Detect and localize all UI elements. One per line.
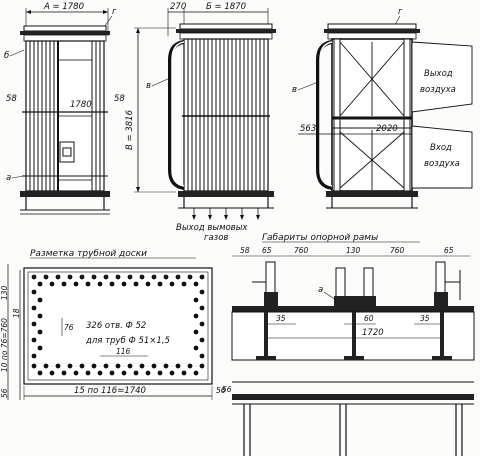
tube-dim-130: 130 (0, 285, 9, 300)
dim-58-right: 58 (114, 94, 125, 104)
air-in-line-1: Вход (430, 143, 452, 153)
tube-dim-10x76: 10 по 76=760 (0, 318, 9, 372)
air-in-line-2: воздуха (424, 159, 460, 169)
dim-2020: 2020 (376, 124, 398, 134)
frame-dim-1720: 1720 (362, 328, 384, 338)
frame-dim-56: 56 (222, 385, 232, 394)
mark-v-section: в (292, 85, 297, 95)
mark-v-side: в (146, 81, 151, 91)
dim-270: 270 (170, 2, 186, 12)
frame-top-beam (232, 306, 474, 312)
mark-g-section: г (398, 7, 403, 17)
gas-out-line-2: газов (204, 233, 228, 243)
frame-dim-35-left: 35 (276, 314, 286, 323)
frame-dim-130: 130 (346, 246, 361, 255)
tube-dim-56-bottom: 56 (216, 386, 226, 395)
frame-dim-58: 58 (240, 246, 250, 255)
dim-b-label: Б = 1870 (206, 2, 246, 12)
air-outlet-duct (411, 41, 473, 113)
tube-hole-pattern (31, 274, 205, 376)
dim-563: 563 (300, 124, 316, 134)
frame-dim-60: 60 (364, 314, 374, 323)
holes-line-1: 326 отв. Ф 52 (86, 321, 146, 331)
dim-1780-inner: 1780 (70, 100, 92, 110)
frame-lower-beam (232, 394, 474, 400)
mark-g-front: г (112, 7, 117, 17)
dim-arrow (103, 10, 108, 14)
air-out-line-2: воздуха (420, 85, 456, 95)
air-inlet-duct (411, 125, 473, 189)
dim-arrow (26, 10, 31, 14)
mark-a-front: а (6, 173, 11, 183)
front-view: A = 1780 г б 58 1780 (4, 2, 125, 215)
tube-bottom-dim: 15 по 116=1740 (74, 386, 146, 396)
frame-dim-760-right: 760 (390, 246, 405, 255)
support-frame-view: Габариты опорной рамы 58 65 760 130 760 … (222, 233, 475, 456)
tube-dim-76: 76 (64, 323, 74, 332)
frame-title: Габариты опорной рамы (262, 233, 378, 243)
tube-dim-56: 56 (0, 388, 9, 398)
tube-sheet-view: Разметка трубной доски 130 10 по 76=760 … (0, 249, 226, 400)
gas-out-line-1: Выход вымовых (176, 223, 248, 233)
frame-dim-760-left: 760 (294, 246, 309, 255)
frame-mark-a: а (318, 285, 323, 295)
side-view: 270 Б = 1870 В = 3816 (125, 2, 276, 243)
tube-sheet-title: Разметка трубной доски (30, 249, 147, 259)
air-out-line-1: Выход (424, 69, 453, 79)
frame-dim-35-right: 35 (420, 314, 430, 323)
section-view: г в Выход воздуха Вход воздуха 563 2020 (292, 7, 473, 209)
frame-dim-65-right: 65 (444, 246, 454, 255)
dim-height-label: В = 3816 (125, 109, 135, 150)
frame-dim-65-left: 65 (262, 246, 272, 255)
dim-a-label: A = 1780 (43, 2, 84, 12)
holes-line-2: для труб Ф 51×1,5 (85, 336, 170, 346)
dim-58-left: 58 (6, 94, 17, 104)
mark-b: б (4, 51, 9, 61)
front-hood-top (23, 25, 107, 32)
tube-dim-18: 18 (12, 308, 21, 318)
front-hood-flange (20, 31, 110, 35)
tube-dim-116: 116 (116, 347, 131, 356)
